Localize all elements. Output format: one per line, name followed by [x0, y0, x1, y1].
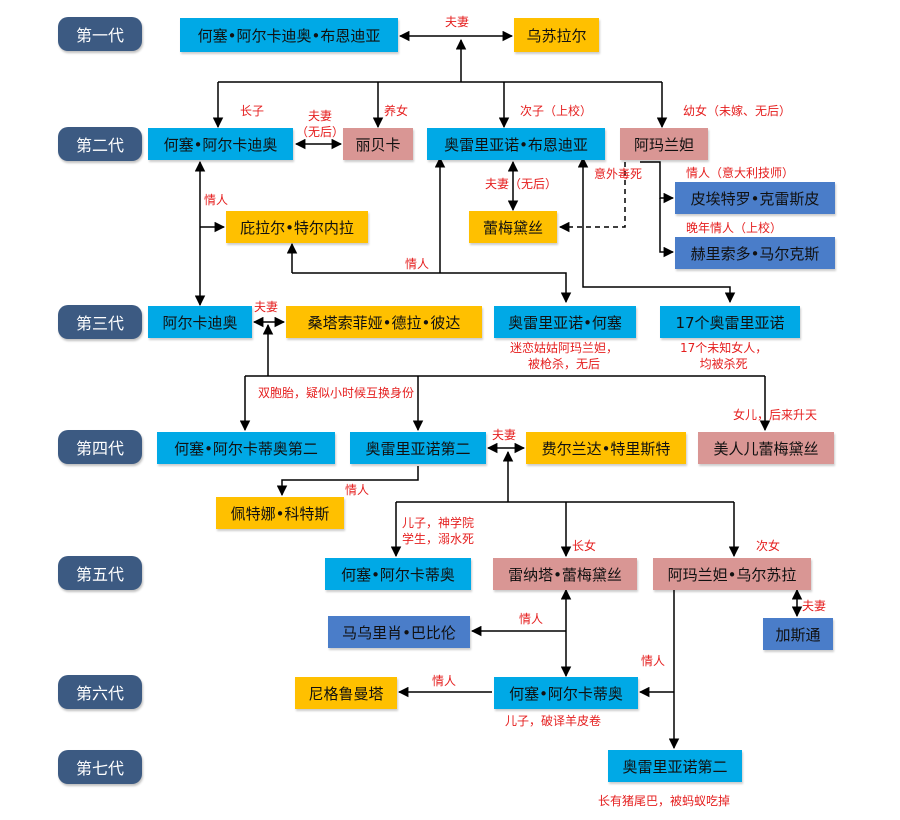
note-eldest-daughter: 长女	[572, 539, 597, 553]
person-arcadio: 阿尔卡迪奥	[148, 306, 252, 338]
note-spouse-gen3: 夫妻	[254, 300, 279, 314]
note-aureliano-jose: 迷恋姑姑阿玛兰妲， 被枪杀，无后	[510, 341, 619, 371]
person-rebeca: 丽贝卡	[343, 128, 413, 160]
person-jose-arcadio-buendia: 何塞•阿尔卡迪奥•布恩迪亚	[180, 18, 398, 52]
person-mauricio: 马乌里肖•巴比伦	[328, 616, 470, 648]
person-amaranta: 阿玛兰妲	[620, 128, 708, 160]
person-aureliano-jose: 奥雷里亚诺•何塞	[494, 306, 636, 338]
person-jose-arcadio-segundo: 何塞•阿尔卡蒂奥第二	[157, 432, 335, 464]
person-nigromanta: 尼格鲁曼塔	[295, 677, 397, 709]
note-late-lover: 晚年情人（上校）	[686, 221, 783, 235]
person-santa-sofia: 桑塔索菲娅•德拉•彼达	[286, 306, 482, 338]
generation-label-1: 第一代	[58, 17, 142, 51]
note-lover-mauricio: 情人	[519, 612, 544, 626]
note-pig-tail: 长有猪尾巴，被蚂蚁吃掉	[598, 794, 731, 808]
person-aureliano-buendia: 奥雷里亚诺•布恩迪亚	[427, 128, 605, 160]
note-spouse-gen4: 夫妻	[492, 428, 517, 442]
person-jose-arcadio: 何塞•阿尔卡迪奥	[148, 128, 293, 160]
note-lover-italian: 情人（意大利技师）	[686, 166, 795, 180]
note-son-parchment: 儿子，破译羊皮卷	[505, 714, 602, 728]
note-son-seminary: 儿子，神学院 学生，溺水死	[402, 516, 475, 546]
person-meme: 雷纳塔•蕾梅黛丝	[493, 558, 637, 590]
note-seventeen: 17个未知女人， 均被杀死	[680, 341, 768, 371]
note-spouse-no-heir: 夫妻（无后）	[485, 177, 558, 191]
generation-label-4: 第四代	[58, 430, 142, 464]
person-remedios-beauty: 美人儿蕾梅黛丝	[698, 432, 834, 464]
note-spouse-gaston: 夫妻	[802, 599, 827, 613]
note-spouse-childless: 夫妻 （无后）	[296, 109, 345, 139]
person-aureliano-segundo: 奥雷里亚诺第二	[350, 432, 486, 464]
person-gaston: 加斯通	[763, 618, 833, 650]
note-youngest-daughter: 幼女（未嫁、无后）	[683, 104, 792, 118]
note-lover-aureliano: 情人	[405, 257, 430, 271]
note-lover-pilar: 情人	[204, 193, 229, 207]
person-fernanda: 费尔兰达•特里斯特	[526, 432, 686, 464]
person-aureliano-babilonia: 何塞•阿尔卡蒂奥	[494, 677, 638, 709]
person-petra-cotes: 佩特娜•科特斯	[216, 497, 344, 529]
generation-label-2: 第二代	[58, 127, 142, 161]
generation-label-5: 第五代	[58, 556, 142, 590]
note-eldest-son: 长子	[240, 104, 265, 118]
generation-label-6: 第六代	[58, 675, 142, 709]
person-amaranta-ursula: 阿玛兰妲•乌尔苏拉	[653, 558, 811, 590]
person-aureliano-gen7: 奥雷里亚诺第二	[608, 750, 742, 782]
note-second-daughter: 次女	[756, 539, 781, 553]
note-lover-amaranta: 情人	[641, 654, 666, 668]
person-pietro-crespi: 皮埃特罗•克雷斯皮	[675, 182, 835, 214]
person-ursula: 乌苏拉尔	[514, 18, 599, 52]
person-jose-arcadio-gen5: 何塞•阿尔卡蒂奥	[325, 558, 471, 590]
note-second-son: 次子（上校）	[520, 104, 593, 118]
note-twins: 双胞胎，疑似小时候互换身份	[258, 386, 415, 400]
note-spouse-gen1: 夫妻	[445, 15, 470, 29]
person-seventeen-aurelianos: 17个奥雷里亚诺	[660, 306, 800, 338]
generation-label-3: 第三代	[58, 305, 142, 339]
note-daughter-ascend: 女儿，后来升天	[733, 408, 818, 422]
person-pilar-ternera: 庇拉尔•特尔内拉	[226, 211, 368, 243]
note-lover-petra: 情人	[345, 483, 370, 497]
note-accident-death: 意外毒死	[594, 167, 643, 181]
note-lover-nigromanta: 情人	[432, 674, 457, 688]
generation-label-7: 第七代	[58, 750, 142, 784]
note-adopted-daughter: 养女	[384, 104, 409, 118]
person-remedios: 蕾梅黛丝	[469, 211, 557, 243]
person-gerineldo-marquez: 赫里索多•马尔克斯	[675, 237, 835, 269]
